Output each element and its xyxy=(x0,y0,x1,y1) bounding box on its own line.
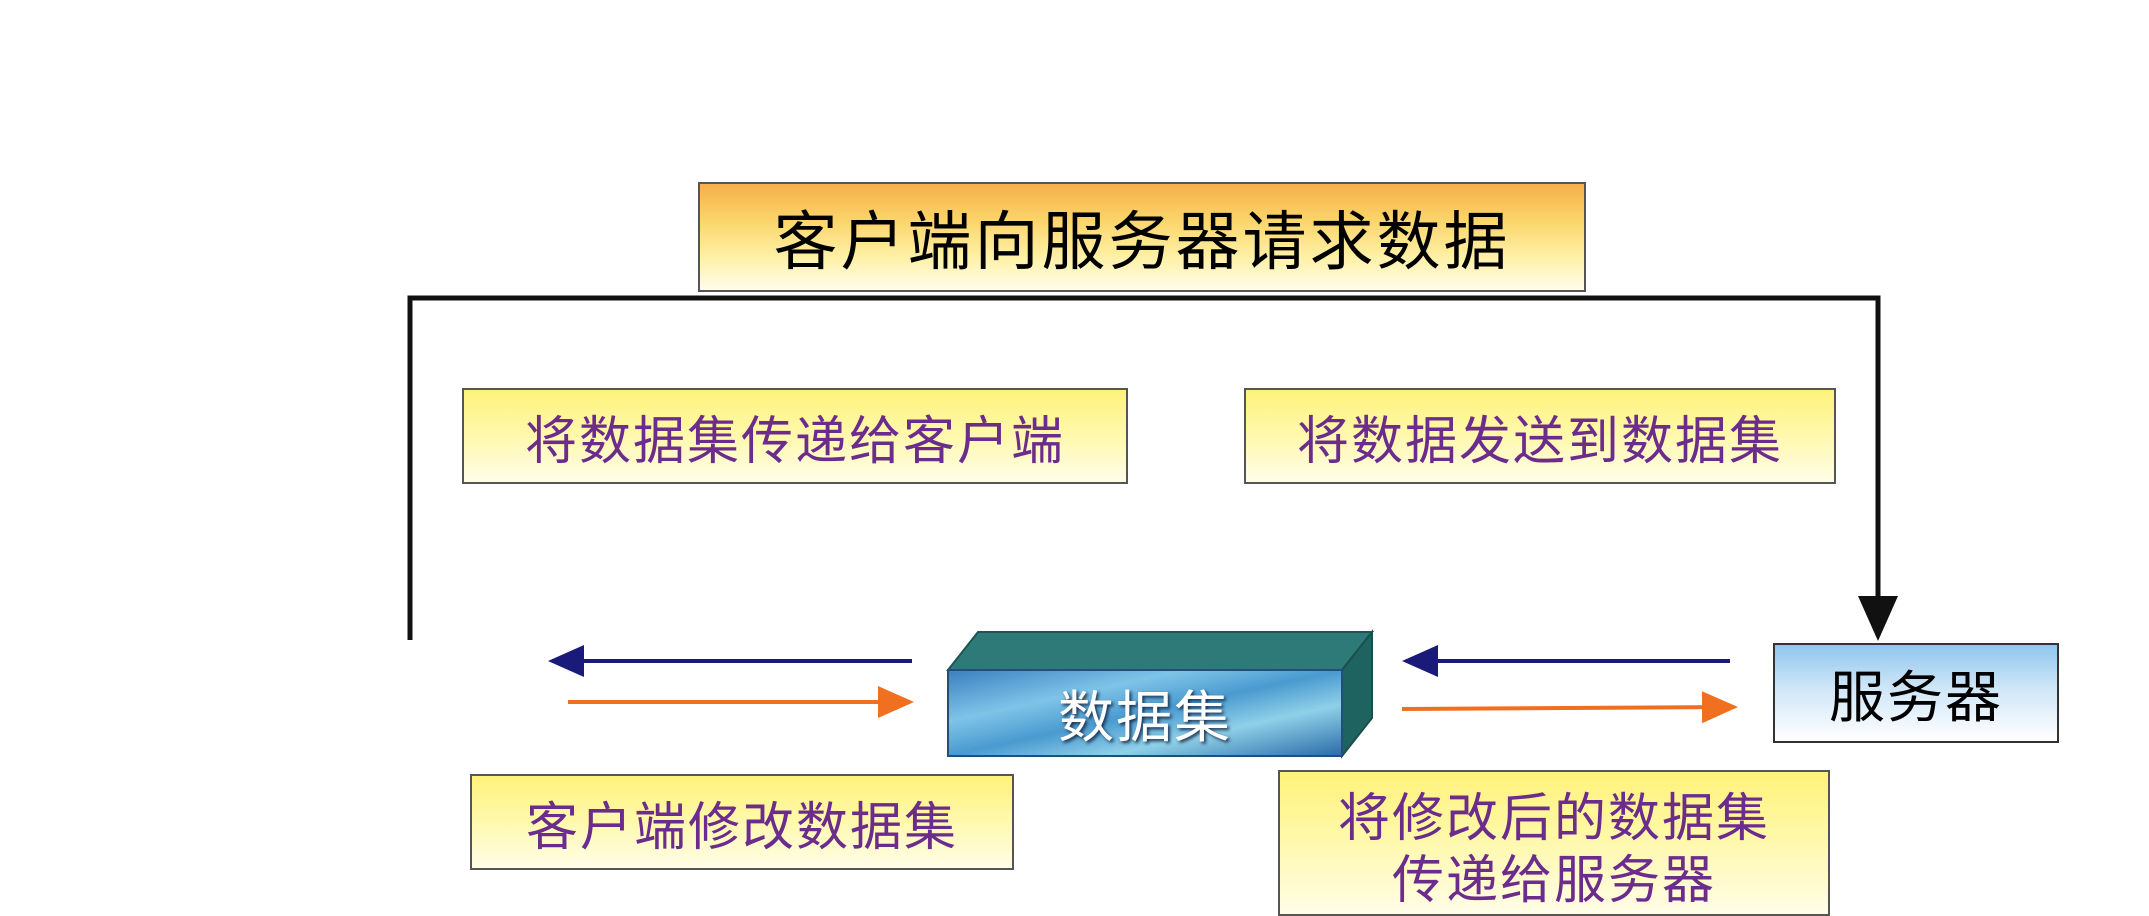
label-client-modify: 客户端修改数据集 xyxy=(470,774,1014,870)
server-label-text: 服务器 xyxy=(1829,665,2003,731)
title-text: 客户端向服务器请求数据 xyxy=(773,206,1511,280)
title-box: 客户端向服务器请求数据 xyxy=(698,182,1586,292)
label-dataset-to-client-text: 将数据集传递给客户端 xyxy=(524,411,1065,472)
dataset-block xyxy=(945,629,1375,759)
dataset-label-text: 数据集 xyxy=(1058,685,1232,751)
dataset-block-top xyxy=(945,631,1375,671)
dataset-block-front xyxy=(947,669,1343,757)
label-modified-to-server-line1: 将修改后的数据集 xyxy=(1337,789,1770,849)
label-dataset-to-client: 将数据集传递给客户端 xyxy=(462,388,1128,484)
server-box: 服务器 xyxy=(1773,643,2059,743)
label-modified-to-server-line2: 传递给服务器 xyxy=(1391,851,1716,912)
label-data-to-dataset-text: 将数据发送到数据集 xyxy=(1296,411,1783,472)
label-modified-to-server: 将修改后的数据集 传递给服务器 xyxy=(1278,770,1830,916)
dataset-label: 数据集 xyxy=(948,670,1342,756)
label-data-to-dataset: 将数据发送到数据集 xyxy=(1244,388,1836,484)
arrow-dataset-to-server xyxy=(1401,691,1738,724)
request-connector-line xyxy=(407,295,1898,641)
label-client-modify-text: 客户端修改数据集 xyxy=(525,797,958,858)
